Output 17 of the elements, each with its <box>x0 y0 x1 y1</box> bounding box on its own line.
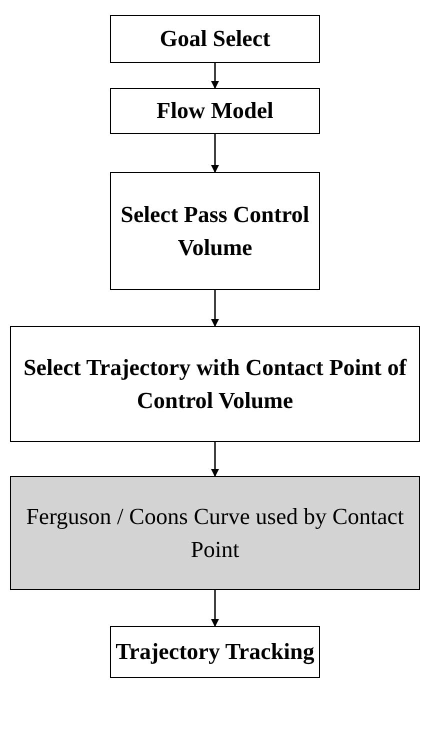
arrow <box>211 134 219 173</box>
process-box <box>110 626 320 678</box>
box-label: Goal Select <box>158 25 272 54</box>
arrow <box>211 590 219 627</box>
box-label: Trajectory Tracking <box>114 638 316 666</box>
process-box <box>110 172 320 290</box>
box-label: Select Pass Control Volume <box>120 200 310 262</box>
process-box <box>110 15 320 63</box>
box-label: Select Trajectory with Contact Point of Control Volume <box>22 354 408 415</box>
arrow <box>211 63 219 89</box>
process-box <box>10 476 420 590</box>
box-label: Flow Model <box>156 97 274 126</box>
arrow <box>211 290 219 327</box>
arrow <box>211 442 219 477</box>
process-box <box>10 326 420 442</box>
box-label: Ferguson / Coons Curve used by Contact Point <box>25 502 405 564</box>
process-box <box>110 88 320 134</box>
